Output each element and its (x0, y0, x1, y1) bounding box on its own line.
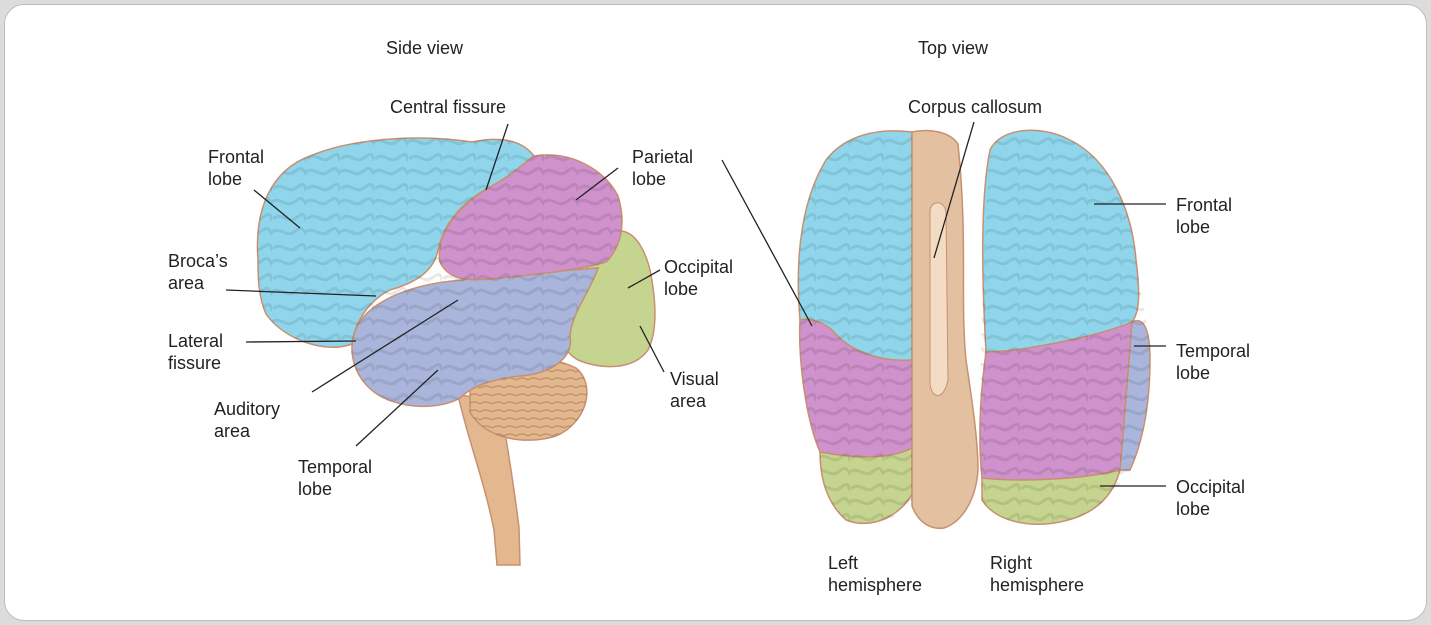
label-lateral-fissure: Lateral fissure (168, 330, 223, 374)
top-view-title: Top view (918, 38, 988, 59)
label-left-hemisphere: Left hemisphere (828, 552, 922, 596)
label-line: Visual (670, 368, 719, 390)
label-line: lobe (208, 168, 264, 190)
label-line: Temporal (1176, 340, 1250, 362)
side-view-brain (257, 138, 655, 565)
label-line: Frontal (1176, 194, 1232, 216)
label-line: Left (828, 552, 922, 574)
label-line: lobe (664, 278, 733, 300)
label-line: area (214, 420, 280, 442)
label-line: lobe (1176, 216, 1232, 238)
label-line: Occipital (1176, 476, 1245, 498)
label-top-frontal-lobe: Frontal lobe (1176, 194, 1232, 238)
label-corpus-callosum: Corpus callosum (908, 96, 1042, 118)
top-view-brain (798, 130, 1150, 528)
label-line: Parietal (632, 146, 693, 168)
side-view-title: Side view (386, 38, 463, 59)
label-visual-area: Visual area (670, 368, 719, 412)
label-line: Right (990, 552, 1084, 574)
label-line: Broca’s (168, 250, 228, 272)
label-auditory-area: Auditory area (214, 398, 280, 442)
label-line: lobe (632, 168, 693, 190)
label-side-occipital-lobe: Occipital lobe (664, 256, 733, 300)
label-line: Lateral (168, 330, 223, 352)
label-side-parietal-lobe: Parietal lobe (632, 146, 693, 190)
label-line: Occipital (664, 256, 733, 278)
label-line: hemisphere (990, 574, 1084, 596)
label-top-occipital-lobe: Occipital lobe (1176, 476, 1245, 520)
label-line: area (168, 272, 228, 294)
label-side-temporal-lobe: Temporal lobe (298, 456, 372, 500)
label-line: lobe (1176, 362, 1250, 384)
label-line: Auditory (214, 398, 280, 420)
label-line: lobe (1176, 498, 1245, 520)
label-side-frontal-lobe: Frontal lobe (208, 146, 264, 190)
label-line: hemisphere (828, 574, 922, 596)
label-line: Temporal (298, 456, 372, 478)
label-line: Frontal (208, 146, 264, 168)
label-top-temporal-lobe: Temporal lobe (1176, 340, 1250, 384)
label-line: fissure (168, 352, 223, 374)
label-line: lobe (298, 478, 372, 500)
label-right-hemisphere: Right hemisphere (990, 552, 1084, 596)
label-brocas-area: Broca’s area (168, 250, 228, 294)
label-line: area (670, 390, 719, 412)
label-central-fissure: Central fissure (390, 96, 506, 118)
